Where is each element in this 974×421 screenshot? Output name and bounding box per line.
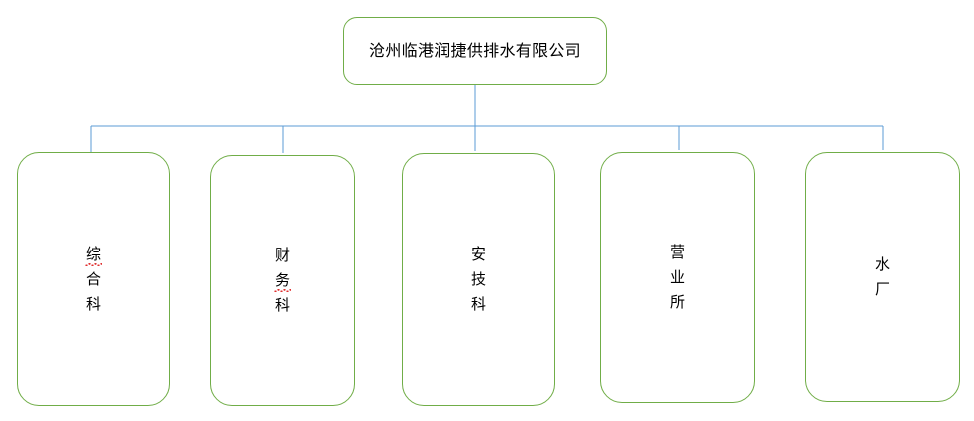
org-node-shui-chang[interactable]: 水厂 — [805, 152, 960, 402]
org-node-zonghe-ke[interactable]: 综合科 — [17, 152, 170, 406]
org-node-yingye-suo[interactable]: 营业所 — [600, 152, 755, 403]
org-node-label-4: 水厂 — [874, 255, 890, 298]
org-node-anji-ke[interactable]: 安技科 — [402, 153, 555, 406]
org-node-caiwu-ke[interactable]: 财务科 — [210, 155, 355, 406]
org-node-root-label: 沧州临港润捷供排水有限公司 — [369, 41, 581, 61]
org-node-label-3: 营业所 — [669, 243, 685, 311]
org-node-root[interactable]: 沧州临港润捷供排水有限公司 — [343, 17, 607, 85]
org-node-label-1: 财务科 — [273, 246, 292, 314]
org-node-label-0: 综合科 — [84, 242, 103, 317]
org-node-label-2: 安技科 — [470, 245, 486, 313]
